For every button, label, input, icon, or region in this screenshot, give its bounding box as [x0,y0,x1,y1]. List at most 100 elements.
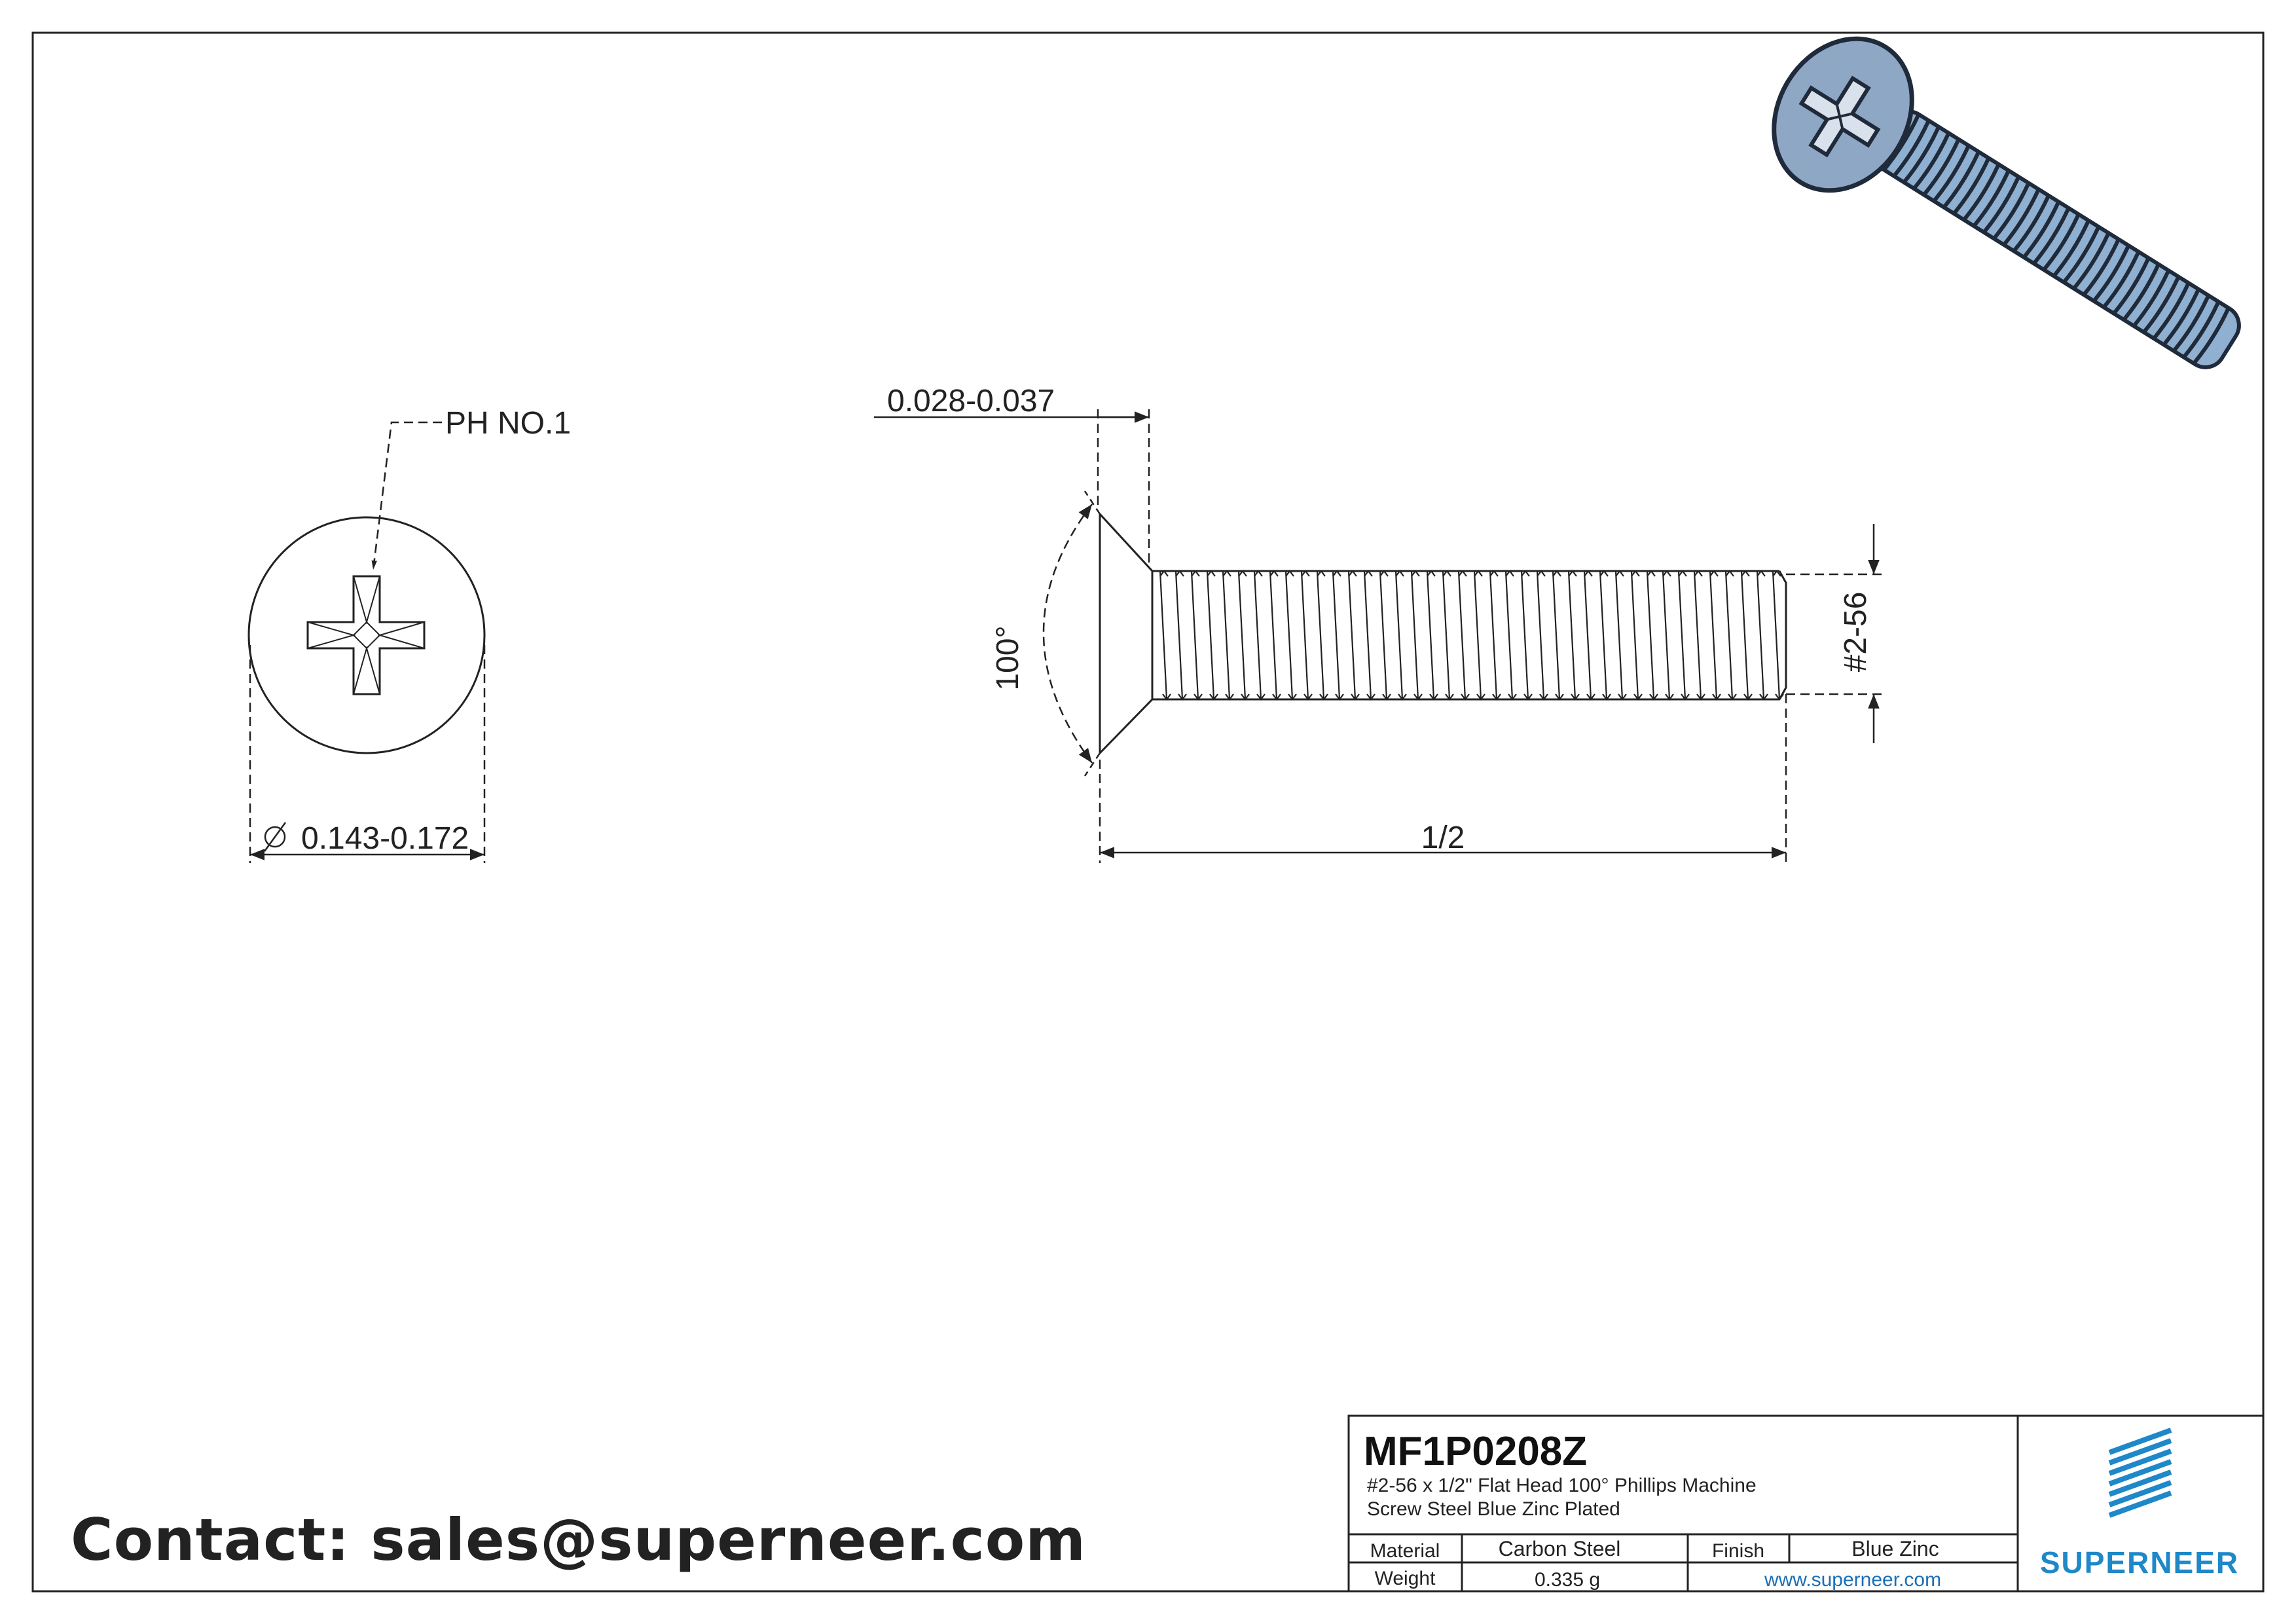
thread-crest-line [1662,570,1671,700]
thread-crest-line [1677,570,1686,700]
thread-crest-line [1583,570,1592,700]
render-thread-line [1893,120,1930,177]
thread-crest-line [1442,570,1451,700]
thread-crest-line [1159,570,1168,700]
render-thread-line [1983,177,2020,233]
thread-tooth [1599,570,1611,701]
screw-threads [1159,570,1784,701]
thread-crest-line [1646,570,1655,700]
thread-tooth [1678,570,1690,701]
thread-crest-line [1724,570,1734,700]
render-thread-line [2103,251,2140,308]
thread-tooth [1694,570,1705,701]
website-link[interactable]: www.superneer.com [1764,1569,1941,1591]
render-thread-line [1963,164,2000,221]
diameter-symbol-icon [263,822,287,852]
thread-tooth [1442,570,1454,701]
render-thread-line [2143,277,2180,333]
render-thread-line [2043,214,2080,270]
thread-crest-line [1237,570,1247,700]
thread-tooth [1427,570,1438,701]
thread-crest-line [1599,570,1608,700]
thread-crest-line [1190,570,1199,700]
drive-callout-label: PH NO.1 [445,406,571,441]
thread-crest-line [1473,570,1482,700]
thread-crest-line [1426,570,1435,700]
thread-crest-line [1363,570,1372,700]
thread-crest-line [1394,570,1404,700]
thread-tooth [1364,570,1376,701]
brand-name: SUPERNEER [2040,1545,2239,1579]
thread-crest-line [1269,570,1278,700]
description-line-1: #2-56 x 1/2" Flat Head 100° Phillips Mac… [1367,1475,1757,1496]
render-thread-line [2033,208,2070,264]
weight-value: 0.335 g [1535,1569,1600,1591]
render-thread-line [2053,221,2090,276]
thread-tooth [1725,570,1737,701]
thread-crest-line [1552,570,1561,700]
render-thread-line [2123,265,2160,320]
render-thread-line [2133,270,2170,327]
thread-tooth [1222,570,1234,701]
head-height-label: 0.028-0.037 [887,384,1055,418]
thread-crest-line [1347,570,1357,700]
thread-crest-line [1567,570,1576,700]
part-number: MF1P0208Z [1364,1429,1587,1474]
render-thread-line [2073,233,2110,289]
drive-callout-leader [371,421,442,570]
thread-tooth [1395,570,1407,701]
thread-crest-line [1253,570,1262,700]
thread-tooth [1191,570,1203,701]
thread-tooth [1615,570,1627,701]
contact-email[interactable]: Contact: sales@superneer.com [71,1506,1086,1574]
thread-tooth [1521,570,1533,701]
head-diameter-label: 0.143-0.172 [301,821,469,856]
thread-crest-line [1504,570,1514,700]
thread-tooth [1332,570,1344,701]
length-label: 1/2 [1421,821,1465,855]
render-thread-line [1953,158,1990,214]
sheet-border [31,31,2265,1593]
thread-crest-line [1630,570,1639,700]
thread-crest-line [1175,570,1184,700]
thread-tooth [1474,570,1485,701]
thread-tooth [1772,570,1784,701]
thread-crest-line [1756,570,1765,700]
weight-label: Weight [1375,1568,1436,1589]
thread-tooth [1631,570,1643,701]
render-thread-line [2193,308,2230,364]
diameter-dimension [249,645,486,863]
thread-tooth [1741,570,1753,701]
render-thread-line [1933,145,1970,202]
thread-crest-line [1772,570,1781,700]
thread-crest-line [1206,570,1215,700]
thread-tooth [1254,570,1266,701]
thread-tooth [1269,570,1281,701]
thread-crest-line [1693,570,1702,700]
head-angle-label: 100° [991,625,1025,690]
render-thread-line [2023,202,2060,258]
thread-tooth [1285,570,1297,701]
thread-tooth [1647,570,1658,701]
thread-tooth [1489,570,1501,701]
thread-tooth [1238,570,1250,701]
head-top-view [247,516,486,754]
render-thread-line [2173,295,2210,352]
thread-tooth [1379,570,1391,701]
material-value: Carbon Steel [1499,1537,1621,1560]
thread-tooth [1568,570,1580,701]
render-thread-line [1903,127,1941,183]
thread-tooth [1505,570,1517,701]
thread-crest-line [1536,570,1545,700]
render-thread-line [2153,283,2190,339]
thread-crest-line [1300,570,1309,700]
render-thread-line [1943,152,1980,208]
render-thread-line [2013,196,2050,251]
title-block-frame [1347,1414,2265,1593]
thread-tooth [1301,570,1313,701]
thread-tooth [1348,570,1360,701]
angle-dimension [1042,490,1101,777]
thread-tooth [1584,570,1595,701]
render-thread-line [2083,239,2120,295]
